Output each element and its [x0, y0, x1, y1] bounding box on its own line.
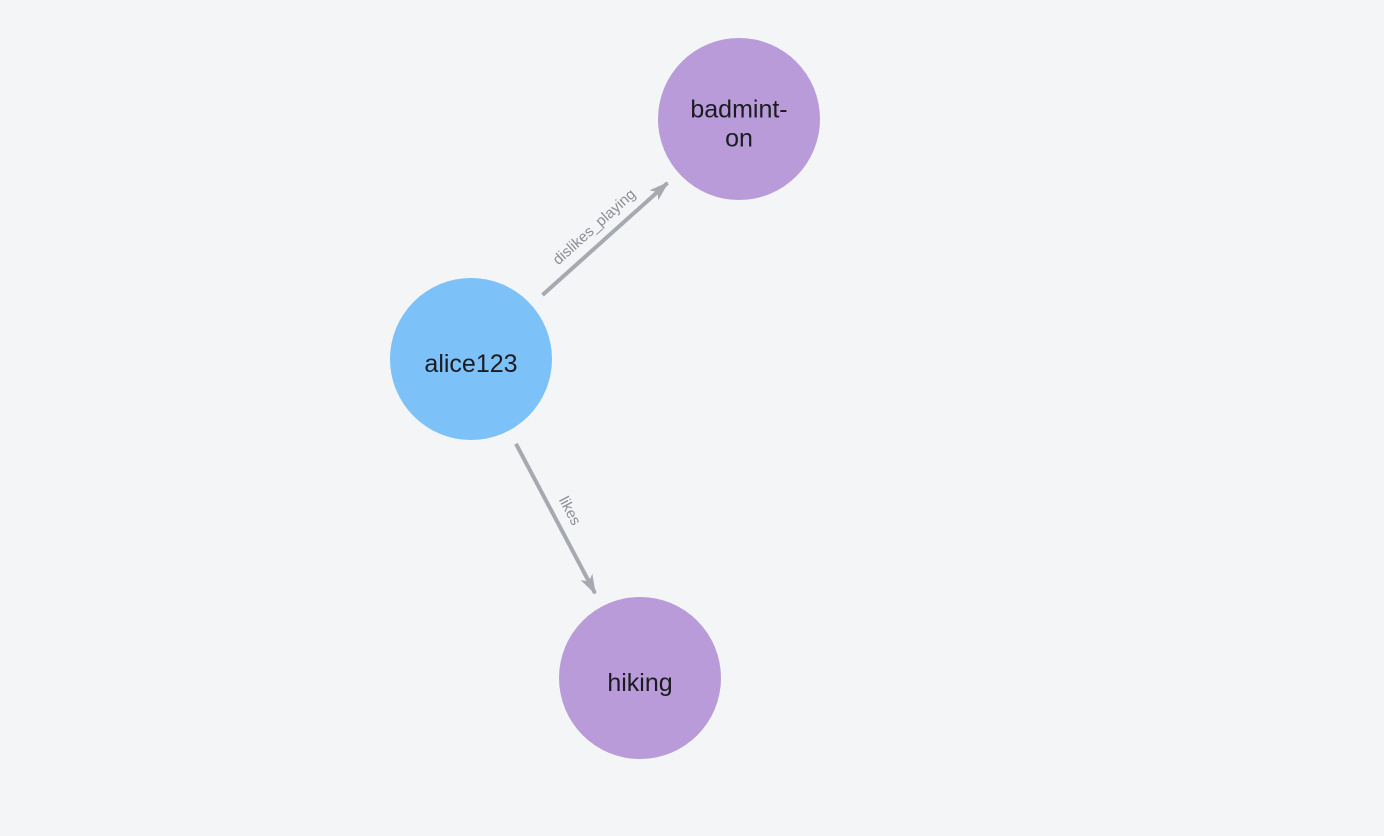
node-circle-alice123[interactable] [390, 278, 552, 440]
node-label-line: badmint- [690, 96, 787, 124]
edge-alice123-hiking: likes [514, 442, 597, 595]
graph-node-alice123[interactable]: alice123 [390, 278, 552, 440]
graph-node-badminton[interactable]: badmint-on [658, 38, 820, 200]
node-label-badminton: badmint-on [690, 96, 787, 153]
edge-alice123-badminton: dislikes_playing [541, 181, 669, 297]
edge-line-dislikes_playing[interactable] [541, 181, 669, 297]
node-label-line: on [725, 125, 753, 153]
node-circle-badminton[interactable] [658, 38, 820, 200]
edge-line-likes[interactable] [514, 442, 597, 595]
node-label-hiking: hiking [607, 669, 672, 697]
graph-node-hiking[interactable]: hiking [559, 597, 721, 759]
edge-label: dislikes_playing [550, 186, 640, 269]
node-label-line: hiking [607, 669, 672, 697]
node-label-alice123: alice123 [424, 350, 517, 378]
node-circle-hiking[interactable] [559, 597, 721, 759]
node-label-line: alice123 [424, 350, 517, 378]
